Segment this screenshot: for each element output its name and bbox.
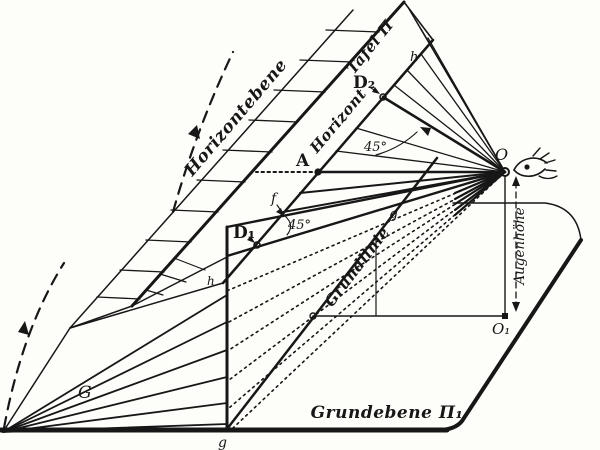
point-A-dot <box>314 168 322 176</box>
ray-bundle-near-O <box>453 170 507 217</box>
tafel-back-edge <box>403 1 434 41</box>
eye-icon <box>513 147 558 180</box>
arrowhead <box>188 125 200 139</box>
arrowhead <box>18 321 29 335</box>
point-O-circle <box>500 167 510 177</box>
horizon-plane-band <box>69 0 406 329</box>
angle-annotation-upper <box>375 131 418 156</box>
label-leader-D1 <box>247 236 255 243</box>
label-point-D1: D₁ <box>233 223 255 243</box>
eye-height-measure <box>512 176 520 312</box>
angle-annotation-lower <box>284 215 292 236</box>
label-tafel: Tafel Π <box>343 16 397 77</box>
ray-O-D2 <box>381 95 507 174</box>
station-lines <box>312 175 506 317</box>
point-D1-circle <box>253 241 261 249</box>
rotation-arc-lower <box>2 261 66 430</box>
ray-O-D1 <box>225 170 507 258</box>
arrowhead <box>420 127 431 136</box>
label-leader-D2 <box>370 87 380 94</box>
label-leader-f <box>276 204 284 216</box>
sight-rays-dotted <box>228 170 507 429</box>
arrowhead-up <box>512 176 520 186</box>
point-O1-dot <box>502 313 508 319</box>
label-point-A: A <box>295 151 310 171</box>
label-point-O1: O₁ <box>492 320 510 338</box>
label-g-mid: g <box>389 206 398 222</box>
label-g-bottom: g <box>218 435 227 450</box>
label-horizont: Horizont <box>306 85 371 157</box>
label-region-G: G <box>78 383 92 403</box>
arrowhead-down <box>512 302 520 312</box>
label-point-O: O <box>495 145 508 164</box>
wedge-hatch <box>145 257 206 296</box>
ray-f <box>225 170 507 229</box>
ground-fan-G <box>2 294 228 433</box>
label-angle-lower: 45° <box>287 218 311 233</box>
label-grundebene: Grundebene Π₁ <box>311 403 464 423</box>
label-h-top: h <box>410 50 418 65</box>
label-h-left: h <box>207 274 215 288</box>
rotation-arc-upper <box>171 50 235 214</box>
label-point-D2: D₂ <box>353 73 375 93</box>
g-foot-circle <box>309 312 317 320</box>
band-hatch-rungs <box>96 29 380 300</box>
label-angle-upper: 45° <box>363 140 387 155</box>
label-augenhoehe: Augenhöhe <box>512 207 528 286</box>
points <box>253 93 510 320</box>
band-end-wedge <box>69 256 228 329</box>
label-horizontebene: Horizontebene <box>180 55 291 181</box>
point-D2-circle <box>379 93 387 101</box>
label-line-f: f <box>270 191 279 207</box>
